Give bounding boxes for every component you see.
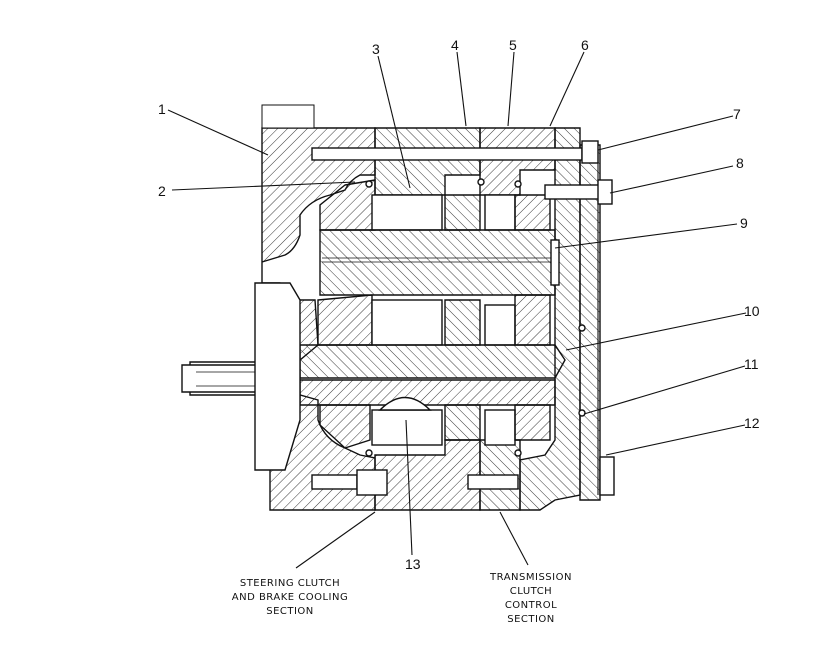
callout-8: 8 (736, 155, 744, 171)
callout-2: 2 (158, 183, 166, 199)
callout-10: 10 (744, 303, 760, 319)
callout-13: 13 (405, 556, 421, 572)
bolts (311, 140, 615, 496)
callout-1: 1 (158, 101, 166, 117)
steering-caption-line-1: STEERING CLUTCH (240, 578, 340, 589)
transmission-caption-line-3: CONTROL (505, 600, 557, 611)
callout-12: 12 (744, 415, 760, 431)
middle-gears (317, 294, 551, 346)
callout-4: 4 (451, 37, 459, 53)
callout-3: 3 (372, 41, 380, 57)
transmission-section-caption: TRANSMISSION CLUTCH CONTROL SECTION (489, 572, 572, 625)
callout-numbers: 1 2 3 4 5 6 7 8 9 10 11 12 13 (158, 37, 760, 572)
transmission-caption-line-2: CLUTCH (510, 586, 552, 597)
callout-9: 9 (740, 215, 748, 231)
callout-5: 5 (509, 37, 517, 53)
steering-caption-line-2: AND BRAKE COOLING (232, 592, 348, 603)
seals (365, 178, 586, 457)
steering-caption-line-3: SECTION (266, 606, 314, 617)
drive-shaft (181, 282, 566, 471)
transmission-caption-line-1: TRANSMISSION (489, 572, 572, 583)
leader-lines (167, 51, 747, 569)
callout-7: 7 (733, 106, 741, 122)
callout-11: 11 (744, 356, 759, 372)
upper-shaft (319, 229, 560, 296)
transmission-caption-line-4: SECTION (507, 614, 555, 625)
upper-gears (319, 179, 551, 231)
callout-6: 6 (581, 37, 589, 53)
steering-section-caption: STEERING CLUTCH AND BRAKE COOLING SECTIO… (232, 578, 348, 617)
